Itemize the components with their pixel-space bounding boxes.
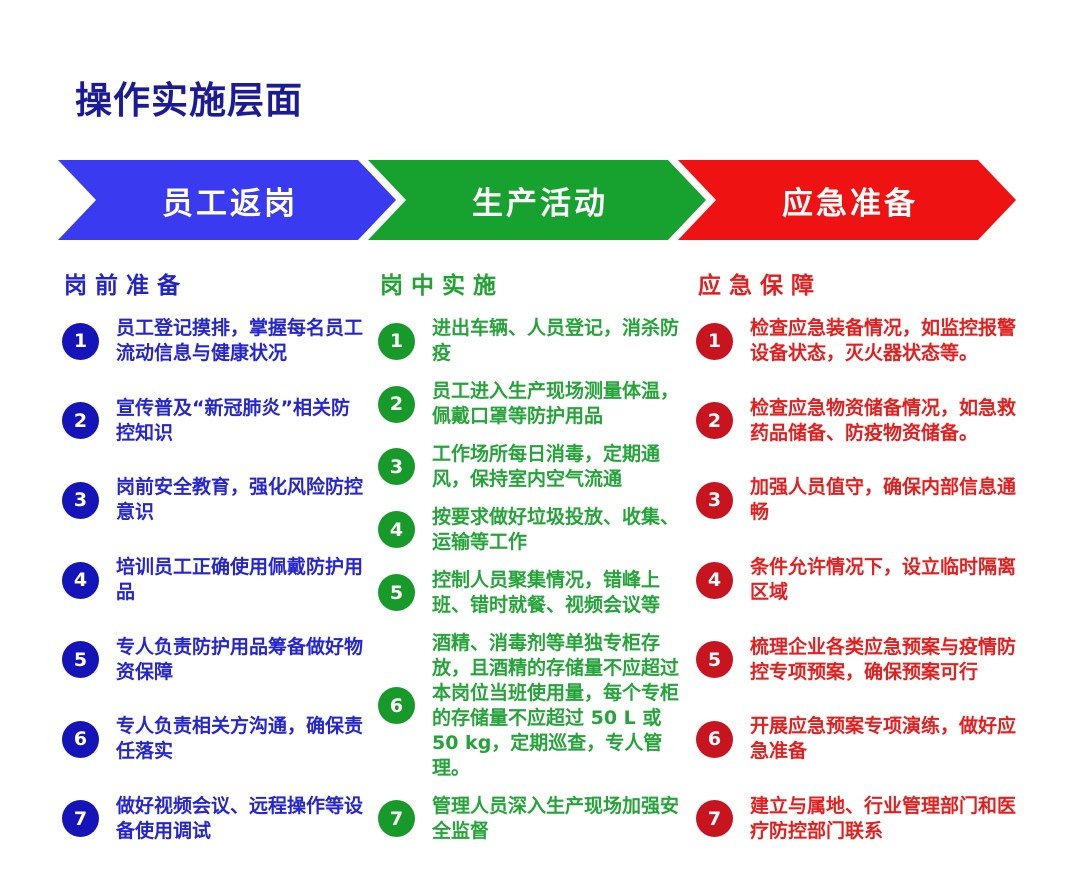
list-item: 5 控制人员聚集情况，错峰上班、错时就餐、视频会议等 — [378, 568, 680, 618]
list-item: 5 专人负责防护用品筹备做好物资保障 — [62, 635, 364, 685]
item-text: 员工进入生产现场测量体温，佩戴口罩等防护用品 — [432, 379, 680, 427]
item-text: 员工登记摸排，掌握每名员工流动信息与健康状况 — [116, 317, 364, 365]
item-text: 专人负责防护用品筹备做好物资保障 — [116, 635, 364, 683]
arrow-production-activity-label: 生产活动 — [472, 185, 608, 222]
item-number-badge: 7 — [378, 800, 415, 838]
arrow-production-activity: 生产活动 — [368, 160, 706, 240]
list-item: 1 员工登记摸排，掌握每名员工流动信息与健康状况 — [62, 316, 364, 366]
item-number-badge: 2 — [62, 402, 99, 440]
emergency-item-list: 1 检查应急装备情况，如监控报警设备状态，灭火器状态等。 2 检查应急物资储备情… — [696, 316, 1016, 844]
item-number-badge: 7 — [696, 800, 733, 838]
item-text: 梳理企业各类应急预案与疫情防控专项预案，确保预案可行 — [750, 635, 1017, 683]
column-emergency-support: 应急保障 1 检查应急装备情况，如监控报警设备状态，灭火器状态等。 2 检查应急… — [696, 266, 1016, 844]
list-item: 3 工作场所每日消毒，定期通风，保持室内空气流通 — [378, 442, 680, 492]
page-title: 操作实施层面 — [75, 79, 303, 122]
list-item: 6 酒精、消毒剂等单独专柜存放，且酒精的存储量不应超过本岗位当班使用量，每个专柜… — [378, 631, 680, 781]
item-number-badge: 4 — [62, 561, 99, 599]
list-item: 4 条件允许情况下，设立临时隔离区域 — [696, 555, 1016, 605]
list-item: 7 管理人员深入生产现场加强安全监督 — [378, 794, 680, 844]
item-number-badge: 3 — [62, 481, 99, 519]
list-item: 4 培训员工正确使用佩戴防护用品 — [62, 555, 364, 605]
item-text: 酒精、消毒剂等单独专柜存放，且酒精的存储量不应超过本岗位当班使用量，每个专柜的存… — [432, 631, 680, 779]
arrow-employee-return-label: 员工返岗 — [162, 185, 298, 222]
item-text: 做好视频会议、远程操作等设备使用调试 — [116, 794, 364, 842]
column-header-on-job: 岗中实施 — [380, 273, 504, 299]
process-arrow-row: 员工返岗 生产活动 应急准备 — [58, 160, 1080, 240]
list-item: 1 进出车辆、人员登记，消杀防疫 — [378, 316, 680, 366]
arrow-emergency-readiness: 应急准备 — [678, 160, 1016, 240]
item-text: 培训员工正确使用佩戴防护用品 — [116, 555, 364, 603]
list-item: 1 检查应急装备情况，如监控报警设备状态，灭火器状态等。 — [696, 316, 1016, 366]
list-item: 2 宣传普及“新冠肺炎”相关防控知识 — [62, 396, 364, 446]
item-text: 进出车辆、人员登记，消杀防疫 — [432, 317, 680, 365]
arrow-emergency-readiness-label: 应急准备 — [782, 185, 918, 222]
item-text: 管理人员深入生产现场加强安全监督 — [432, 794, 680, 842]
list-item: 3 加强人员值守，确保内部信息通畅 — [696, 475, 1016, 525]
item-text: 控制人员聚集情况，错峰上班、错时就餐、视频会议等 — [432, 568, 661, 616]
item-text: 条件允许情况下，设立临时隔离区域 — [750, 555, 1017, 603]
item-text: 开展应急预案专项演练，做好应急准备 — [750, 715, 1017, 763]
arrow-employee-return: 员工返岗 — [58, 160, 396, 240]
item-text: 建立与属地、行业管理部门和医疗防控部门联系 — [750, 794, 1017, 842]
item-number-badge: 5 — [378, 574, 415, 612]
item-text: 按要求做好垃圾投放、收集、运输等工作 — [432, 505, 680, 553]
item-text: 加强人员值守，确保内部信息通畅 — [750, 476, 1017, 524]
item-number-badge: 1 — [378, 322, 415, 360]
item-number-badge: 5 — [696, 641, 733, 679]
item-number-badge: 2 — [378, 385, 415, 423]
item-number-badge: 7 — [62, 800, 99, 838]
column-pre-job-preparation: 岗前准备 1 员工登记摸排，掌握每名员工流动信息与健康状况 2 宣传普及“新冠肺… — [62, 266, 364, 844]
item-text: 检查应急装备情况，如监控报警设备状态，灭火器状态等。 — [750, 317, 1017, 365]
item-text: 工作场所每日消毒，定期通风，保持室内空气流通 — [432, 442, 661, 490]
item-number-badge: 6 — [62, 720, 99, 758]
item-number-badge: 4 — [696, 561, 733, 599]
list-item: 7 建立与属地、行业管理部门和医疗防控部门联系 — [696, 794, 1016, 844]
item-number-badge: 1 — [696, 322, 733, 360]
on-job-item-list: 1 进出车辆、人员登记，消杀防疫 2 员工进入生产现场测量体温，佩戴口罩等防护用… — [378, 316, 680, 844]
columns-container: 岗前准备 1 员工登记摸排，掌握每名员工流动信息与健康状况 2 宣传普及“新冠肺… — [62, 266, 1080, 844]
list-item: 3 岗前安全教育，强化风险防控意识 — [62, 475, 364, 525]
item-number-badge: 5 — [62, 641, 99, 679]
pre-job-item-list: 1 员工登记摸排，掌握每名员工流动信息与健康状况 2 宣传普及“新冠肺炎”相关防… — [62, 316, 364, 844]
column-on-job-implementation: 岗中实施 1 进出车辆、人员登记，消杀防疫 2 员工进入生产现场测量体温，佩戴口… — [378, 266, 680, 844]
item-number-badge: 3 — [696, 481, 733, 519]
list-item: 4 按要求做好垃圾投放、收集、运输等工作 — [378, 505, 680, 555]
item-text: 宣传普及“新冠肺炎”相关防控知识 — [116, 396, 350, 444]
item-number-badge: 6 — [378, 687, 415, 725]
item-number-badge: 6 — [696, 720, 733, 758]
column-header-pre-job: 岗前准备 — [64, 273, 188, 299]
list-item: 6 专人负责相关方沟通，确保责任落实 — [62, 714, 364, 764]
list-item: 2 员工进入生产现场测量体温，佩戴口罩等防护用品 — [378, 379, 680, 429]
item-number-badge: 2 — [696, 402, 733, 440]
item-number-badge: 3 — [378, 448, 415, 486]
item-number-badge: 4 — [378, 511, 415, 549]
column-header-emergency: 应急保障 — [698, 273, 822, 299]
list-item: 2 检查应急物资储备情况，如急救药品储备、防疫物资储备。 — [696, 396, 1016, 446]
list-item: 7 做好视频会议、远程操作等设备使用调试 — [62, 794, 364, 844]
item-text: 岗前安全教育，强化风险防控意识 — [116, 476, 364, 524]
list-item: 5 梳理企业各类应急预案与疫情防控专项预案，确保预案可行 — [696, 635, 1016, 685]
item-text: 检查应急物资储备情况，如急救药品储备、防疫物资储备。 — [750, 396, 1017, 444]
list-item: 6 开展应急预案专项演练，做好应急准备 — [696, 714, 1016, 764]
item-number-badge: 1 — [62, 322, 99, 360]
item-text: 专人负责相关方沟通，确保责任落实 — [116, 715, 364, 763]
